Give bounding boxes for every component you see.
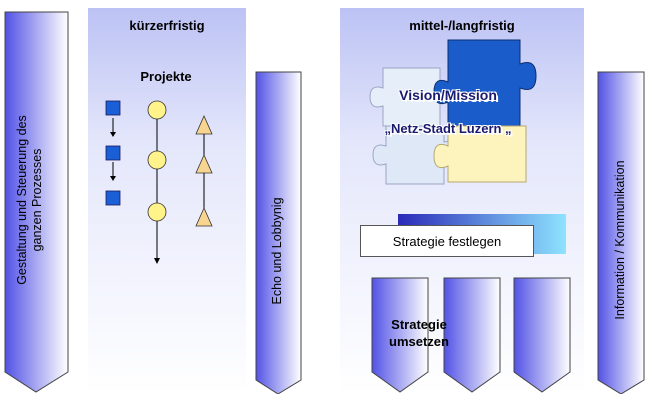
circle-chain [147,100,167,264]
strategy-implement-line2: umsetzen [389,334,449,349]
short-term-title: kürzerfristig [129,18,205,33]
circle-shape [147,150,167,170]
triangle-chain [195,115,213,227]
vision-title: Vision/Mission [399,87,497,103]
vision-subtitle: „Netz-Stadt Luzern „ [384,121,512,136]
strategy-implement-line1: Strategie [391,317,447,332]
circle-shape [147,202,167,222]
left-arrow-label: Gestaltung und Steuerung des ganzen Proz… [15,50,49,350]
middle-arrow-label: Echo und Lobbynig [270,197,284,305]
implement-arrow-1 [371,277,429,393]
square-shape [105,145,121,161]
strategy-define-label: Strategie festlegen [392,233,502,249]
square-shape [105,190,121,206]
implement-arrow-2 [443,277,501,393]
square-shape [105,100,121,116]
left-arrow-label-line1: Gestaltung und Steuerung des [15,115,29,285]
strategy-define-box: Strategie festlegen [360,225,534,257]
left-process-arrow [4,11,69,393]
middle-echo-arrow [255,71,302,394]
puzzle-graphic [369,39,537,185]
long-term-title: mittel-/langfristig [409,18,515,33]
projects-title: Projekte [140,69,192,84]
strategy-implement-label: Strategie umsetzen [374,316,464,350]
right-arrow-label: Information / Kommunikation [613,160,627,320]
left-arrow-label-line2: ganzen Prozesses [30,148,44,252]
circle-shape [147,100,167,120]
right-information-arrow [597,71,645,394]
triangle-shape [195,207,213,227]
square-chain [105,100,121,206]
implement-arrow-3 [513,277,571,393]
puzzle-piece-yellow [433,125,527,183]
